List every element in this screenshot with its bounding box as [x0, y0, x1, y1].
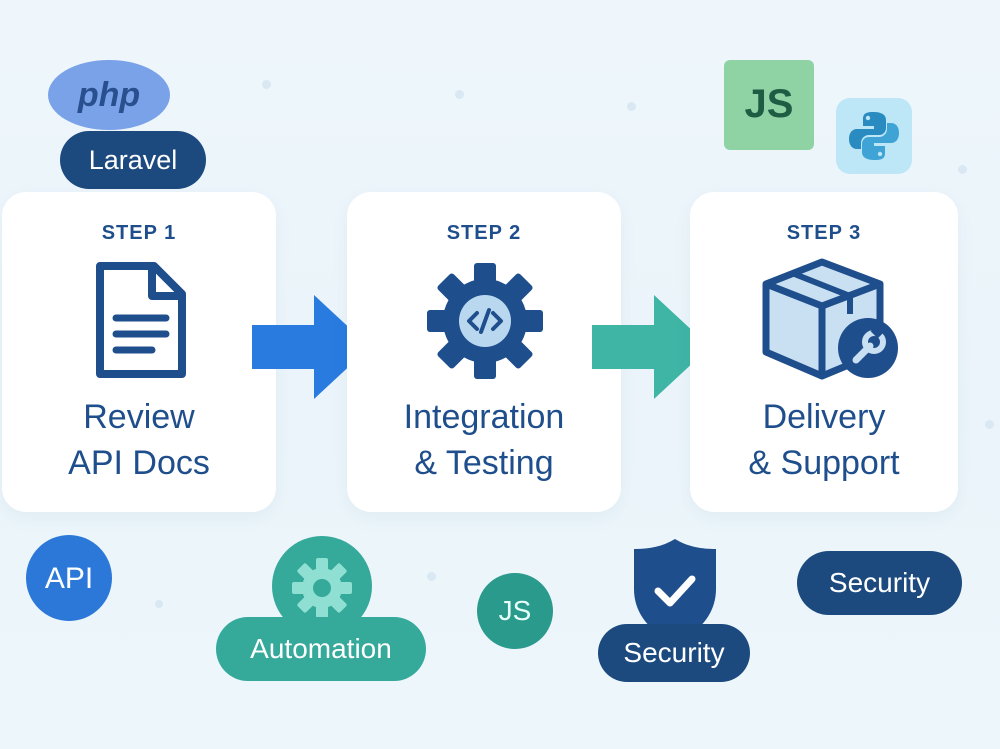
- security-badge: Security: [797, 551, 962, 615]
- php-logo-badge: PHP: [48, 60, 170, 130]
- step-1-title-line1: Review: [83, 398, 195, 436]
- api-label: API: [44, 562, 94, 595]
- background-dot: [627, 102, 636, 111]
- step-2-card: STEP 2 Int: [347, 192, 621, 512]
- step-1-label: STEP 1: [101, 222, 177, 244]
- javascript-circle-label: JS: [498, 595, 532, 626]
- background-dot: [427, 572, 436, 581]
- background-dot: [985, 420, 994, 429]
- step-1-card: STEP 1 Review API Docs: [2, 192, 276, 512]
- javascript-circle-badge: JS: [477, 573, 553, 649]
- arrow-right-icon: [252, 295, 370, 399]
- step-2-title-line1: Integration: [403, 398, 565, 436]
- background-dot: [455, 90, 464, 99]
- step-3-title-line2: & Support: [748, 444, 900, 482]
- gear-icon: [292, 558, 352, 618]
- automation-badge: Automation: [216, 617, 426, 681]
- laravel-label: Laravel: [88, 145, 178, 175]
- background-dot: [155, 600, 163, 608]
- javascript-badge: JS: [724, 60, 814, 150]
- background-dot: [958, 165, 967, 174]
- code-gear-icon: [424, 260, 546, 387]
- security-label: Security: [828, 567, 931, 598]
- arrow-right-icon: [592, 295, 710, 399]
- security-shield-label: Security: [623, 637, 725, 668]
- box-wrench-icon: [762, 256, 902, 391]
- python-badge: [836, 98, 912, 174]
- step-3-label: STEP 3: [786, 222, 862, 244]
- api-badge: API: [26, 535, 112, 621]
- step-1-title: Review API Docs: [2, 394, 276, 486]
- security-shield-badge: Security: [598, 624, 750, 682]
- step-2-label: STEP 2: [446, 222, 522, 244]
- step-1-title-line2: API Docs: [68, 444, 210, 482]
- python-icon: [849, 112, 899, 160]
- laravel-badge: Laravel: [60, 131, 206, 189]
- step-2-title: Integration & Testing: [347, 394, 621, 486]
- step-3-title-line1: Delivery: [762, 398, 886, 436]
- shield-check-icon: [634, 539, 716, 643]
- step-2-title-line2: & Testing: [414, 444, 554, 482]
- background-dot: [262, 80, 271, 89]
- php-logo-text: PHP: [77, 76, 141, 114]
- document-icon: [94, 260, 188, 385]
- step-3-title: Delivery & Support: [690, 394, 958, 486]
- step-3-card: STEP 3 Delivery & Support: [690, 192, 958, 512]
- automation-label: Automation: [250, 633, 392, 664]
- javascript-label: JS: [744, 82, 794, 126]
